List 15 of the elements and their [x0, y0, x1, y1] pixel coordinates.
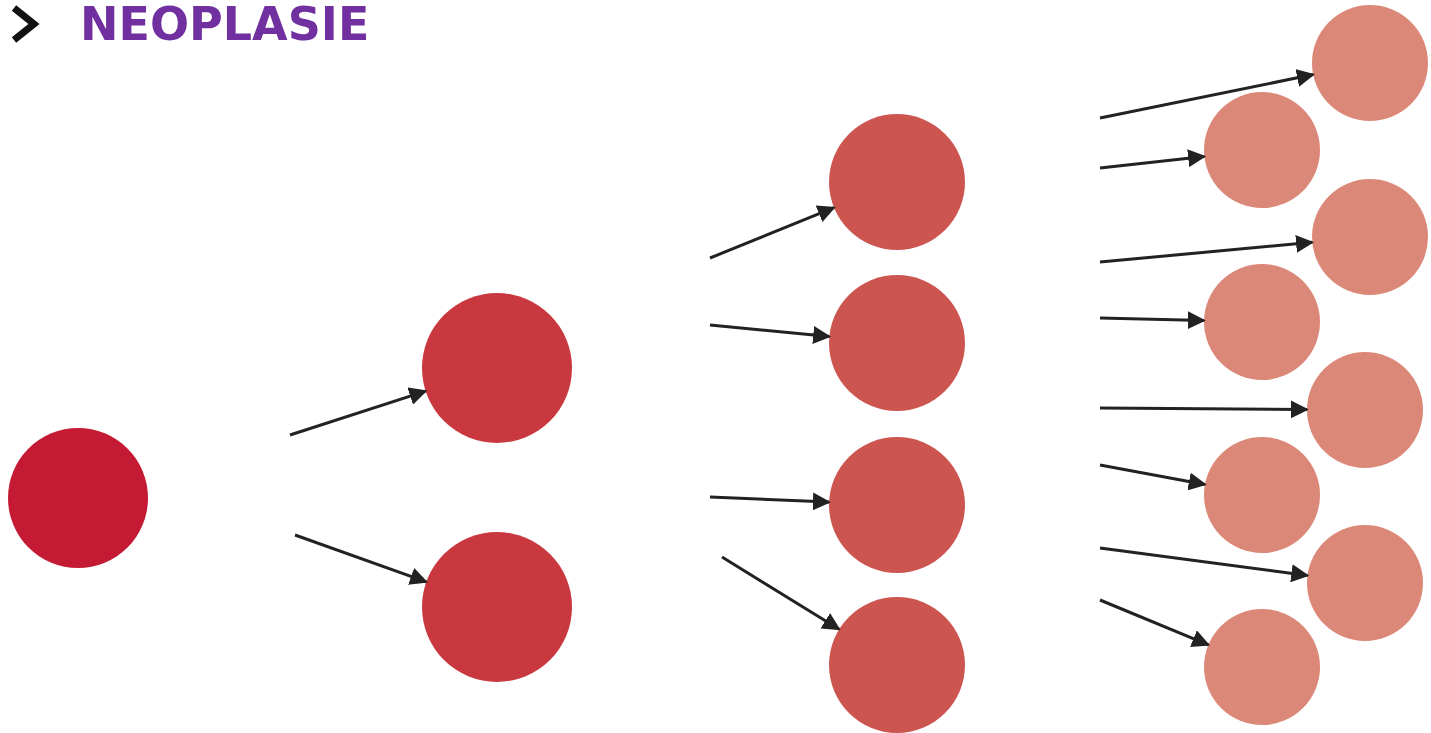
arrow — [709, 205, 836, 260]
arrow — [1099, 546, 1310, 583]
arrow — [1099, 149, 1207, 170]
arrow — [1099, 598, 1211, 647]
arrow — [1099, 234, 1315, 264]
arrow — [709, 492, 831, 511]
arrow — [1099, 69, 1315, 120]
arrow — [709, 323, 832, 344]
title: NEOPLASIE — [80, 0, 370, 49]
arrow — [1099, 311, 1206, 330]
arrow — [721, 555, 841, 631]
arrow — [1100, 400, 1309, 419]
arrow — [1099, 463, 1207, 491]
arrow — [294, 533, 429, 585]
arrow — [289, 387, 428, 437]
